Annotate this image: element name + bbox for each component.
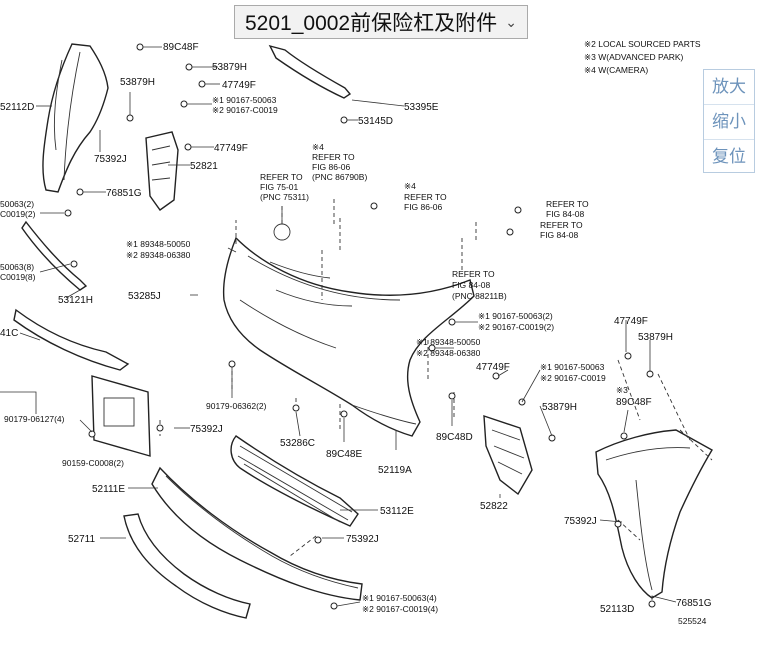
- label-53879h-c: 53879H: [638, 332, 673, 343]
- label-76851g-b: 76851G: [676, 598, 712, 609]
- zoom-controls: 放大 缩小 复位: [703, 69, 755, 173]
- part-labels: 89C48F 53879H 53879H 47749F 52112D ※1 90…: [0, 39, 712, 626]
- leader-lines: [0, 46, 677, 607]
- label-90167-c0019-2: ※2 90167-C0019(2): [478, 322, 554, 332]
- bumper-cover: [222, 236, 475, 437]
- plate-bracket: [91, 375, 151, 457]
- zoom-in-button[interactable]: 放大: [704, 70, 754, 105]
- label-c0019-8: C0019(8): [0, 272, 36, 282]
- label-52822: 52822: [480, 501, 508, 512]
- label-53121h: 53121H: [58, 295, 93, 306]
- grille-53112e: [230, 435, 359, 527]
- label-89348-06380-b: ※2 89348-06380: [416, 348, 481, 358]
- label-53112e: 53112E: [380, 506, 414, 517]
- note-4: ※4 W(CAMERA): [584, 65, 648, 75]
- label-53286c: 53286C: [280, 438, 315, 449]
- label-90159-c0008: 90159-C0008(2): [62, 458, 124, 468]
- label-89c48f-right-star: ※3: [616, 385, 628, 395]
- label-90167-50063-b: ※1 90167-50063: [540, 362, 605, 372]
- ref-fig84c-l2: FIG 84-08: [452, 280, 491, 290]
- label-76851g-a: 76851G: [106, 188, 142, 199]
- ref-fig86b-star: ※4: [404, 181, 416, 191]
- ref-fig75-l1: REFER TO: [260, 172, 303, 182]
- label-75392j-d: 75392J: [346, 534, 379, 545]
- note-2: ※2 LOCAL SOURCED PARTS: [584, 39, 701, 49]
- label-52111e: 52111E: [92, 484, 125, 495]
- zoom-out-button[interactable]: 缩小: [704, 105, 754, 140]
- label-89348-50050-a: ※1 89348-50050: [126, 239, 191, 249]
- label-90179-06127: 90179-06127(4): [4, 414, 65, 424]
- lower-molding: [123, 513, 251, 619]
- ref-fig84a-l2: FIG 84-08: [546, 209, 585, 219]
- ref-fig86b-l2: FIG 86-06: [404, 202, 443, 212]
- label-89c48d: 89C48D: [436, 432, 473, 443]
- label-75392j-b: 75392J: [190, 424, 223, 435]
- label-90167-c0019-a: ※2 90167-C0019: [212, 105, 278, 115]
- ref-fig84b-l2: FIG 84-08: [540, 230, 579, 240]
- label-53285j: 53285J: [128, 291, 161, 302]
- label-52821: 52821: [190, 161, 218, 172]
- label-50063-2: 50063(2): [0, 199, 34, 209]
- fastener-bolts: [64, 43, 656, 610]
- label-52711: 52711: [68, 534, 96, 545]
- ref-fig75-l3: (PNC 75311): [260, 192, 309, 202]
- label-89c48f-top: 89C48F: [163, 42, 199, 53]
- ref-fig86a-star: ※4: [312, 142, 324, 152]
- label-41c: 41C: [0, 328, 18, 339]
- label-53879h-b: 53879H: [120, 77, 155, 88]
- reset-button[interactable]: 复位: [712, 147, 746, 166]
- label-52119a: 52119A: [378, 465, 412, 476]
- bracket-52822: [483, 415, 533, 496]
- fender-liner-left: [42, 43, 109, 193]
- label-53879h-d: 53879H: [542, 402, 577, 413]
- label-47749f-c: 47749F: [614, 316, 648, 327]
- ref-fig86b-l1: REFER TO: [404, 192, 447, 202]
- chevron-down-icon: ⌄: [505, 13, 517, 30]
- label-89348-06380-a: ※2 89348-06380: [126, 250, 191, 260]
- ref-fig75-l2: FIG 75-01: [260, 182, 299, 192]
- label-53395e: 53395E: [404, 102, 439, 113]
- ref-fig84c-l3: (PNC 88211B): [452, 291, 507, 301]
- label-75392j-c: 75392J: [564, 516, 597, 527]
- label-90167-c0019-4: ※2 90167-C0019(4): [362, 604, 438, 614]
- ref-fig84b-l1: REFER TO: [540, 220, 583, 230]
- label-47749f-a: 47749F: [222, 80, 256, 91]
- label-52112d: 52112D: [0, 102, 34, 113]
- label-89c48e: 89C48E: [326, 449, 362, 460]
- label-90167-c0019-b: ※2 90167-C0019: [540, 373, 606, 383]
- ref-fig86a-l3: (PNC 86790B): [312, 172, 367, 182]
- ref-fig86a-l1: REFER TO: [312, 152, 355, 162]
- label-50063-8: 50063(8): [0, 262, 34, 272]
- label-75392j-a: 75392J: [94, 154, 127, 165]
- label-90167-50063-2: ※1 90167-50063(2): [478, 311, 553, 321]
- strip-41c: [13, 308, 130, 371]
- fender-liner-right: [595, 429, 713, 599]
- lower-garnish: [151, 466, 363, 601]
- label-47749f-d: 47749F: [476, 362, 510, 373]
- label-89348-50050-b: ※1 89348-50050: [416, 337, 481, 347]
- label-90179-06362: 90179-06362(2): [206, 401, 267, 411]
- ref-fig84a-l1: REFER TO: [546, 199, 589, 209]
- diagram-selector[interactable]: 5201_0002前保险杠及附件 ⌄: [234, 5, 528, 39]
- ref-fig86a-l2: FIG 86-06: [312, 162, 351, 172]
- ref-fig84c-l1: REFER TO: [452, 269, 495, 279]
- diagram-selector-label: 5201_0002前保险杠及附件: [245, 12, 498, 35]
- label-53879h-a: 53879H: [212, 62, 247, 73]
- retainer-53395e: [268, 44, 352, 99]
- label-c0019-2: C0019(2): [0, 209, 36, 219]
- note-3: ※3 W(ADVANCED PARK): [584, 52, 684, 62]
- label-52113d: 52113D: [600, 604, 634, 615]
- bracket-52821: [145, 131, 179, 211]
- diagram-code: 525524: [678, 616, 707, 626]
- label-47749f-b: 47749F: [214, 143, 248, 154]
- label-53145d: 53145D: [358, 116, 393, 127]
- label-89c48f-right: 89C48F: [616, 397, 652, 408]
- label-90167-50063-a: ※1 90167-50063: [212, 95, 277, 105]
- label-90167-50063-4: ※1 90167-50063(4): [362, 593, 437, 603]
